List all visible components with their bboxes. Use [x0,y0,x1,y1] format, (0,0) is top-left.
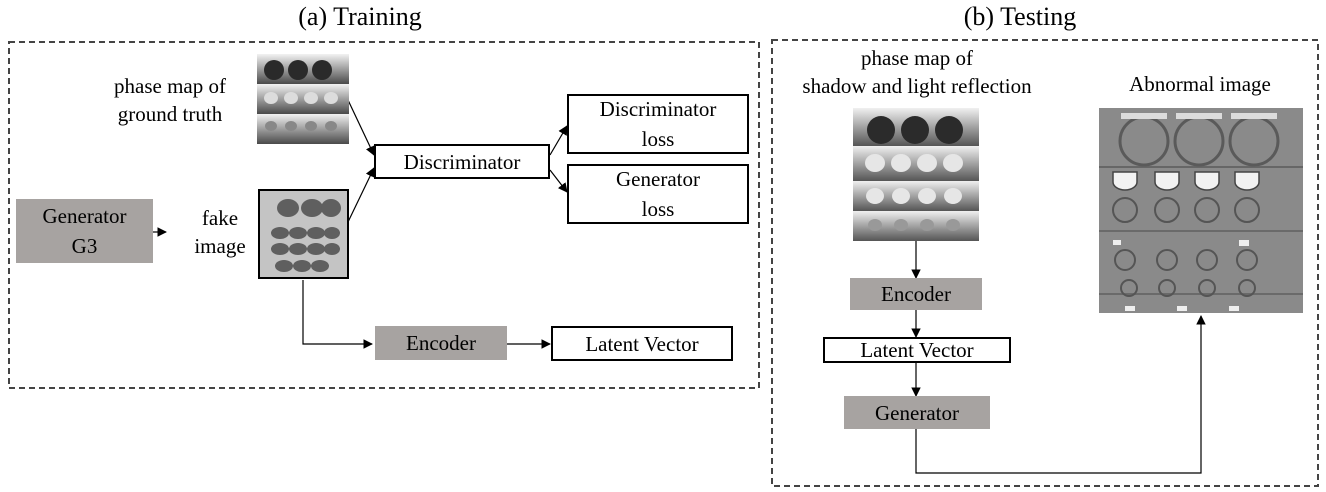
testing-title: (b) Testing [963,2,1077,31]
fake-image [258,189,349,279]
testing-encoder-box: Encoder [850,278,982,310]
training-title: (a) Training [298,2,422,31]
phase-map-ground-truth-image [257,54,349,144]
training-encoder-box: Encoder [375,326,507,360]
abnormal-image [1099,108,1303,313]
fake-image-label: fake image [194,206,246,258]
training-panel [8,41,760,389]
training-latent-vector-box: Latent Vector [551,326,733,361]
phase-map-shadow-label: phase map of shadow and light reflection [802,46,1032,98]
phase-map-gt-label: phase map of ground truth [114,74,226,126]
testing-generator-box: Generator [844,396,990,429]
testing-panel [771,39,1319,487]
testing-latent-vector-box: Latent Vector [823,337,1011,363]
discriminator-box: Discriminator [374,144,550,179]
phase-map-shadow-image [853,108,979,241]
abnormal-image-label: Abnormal image [1129,72,1271,96]
